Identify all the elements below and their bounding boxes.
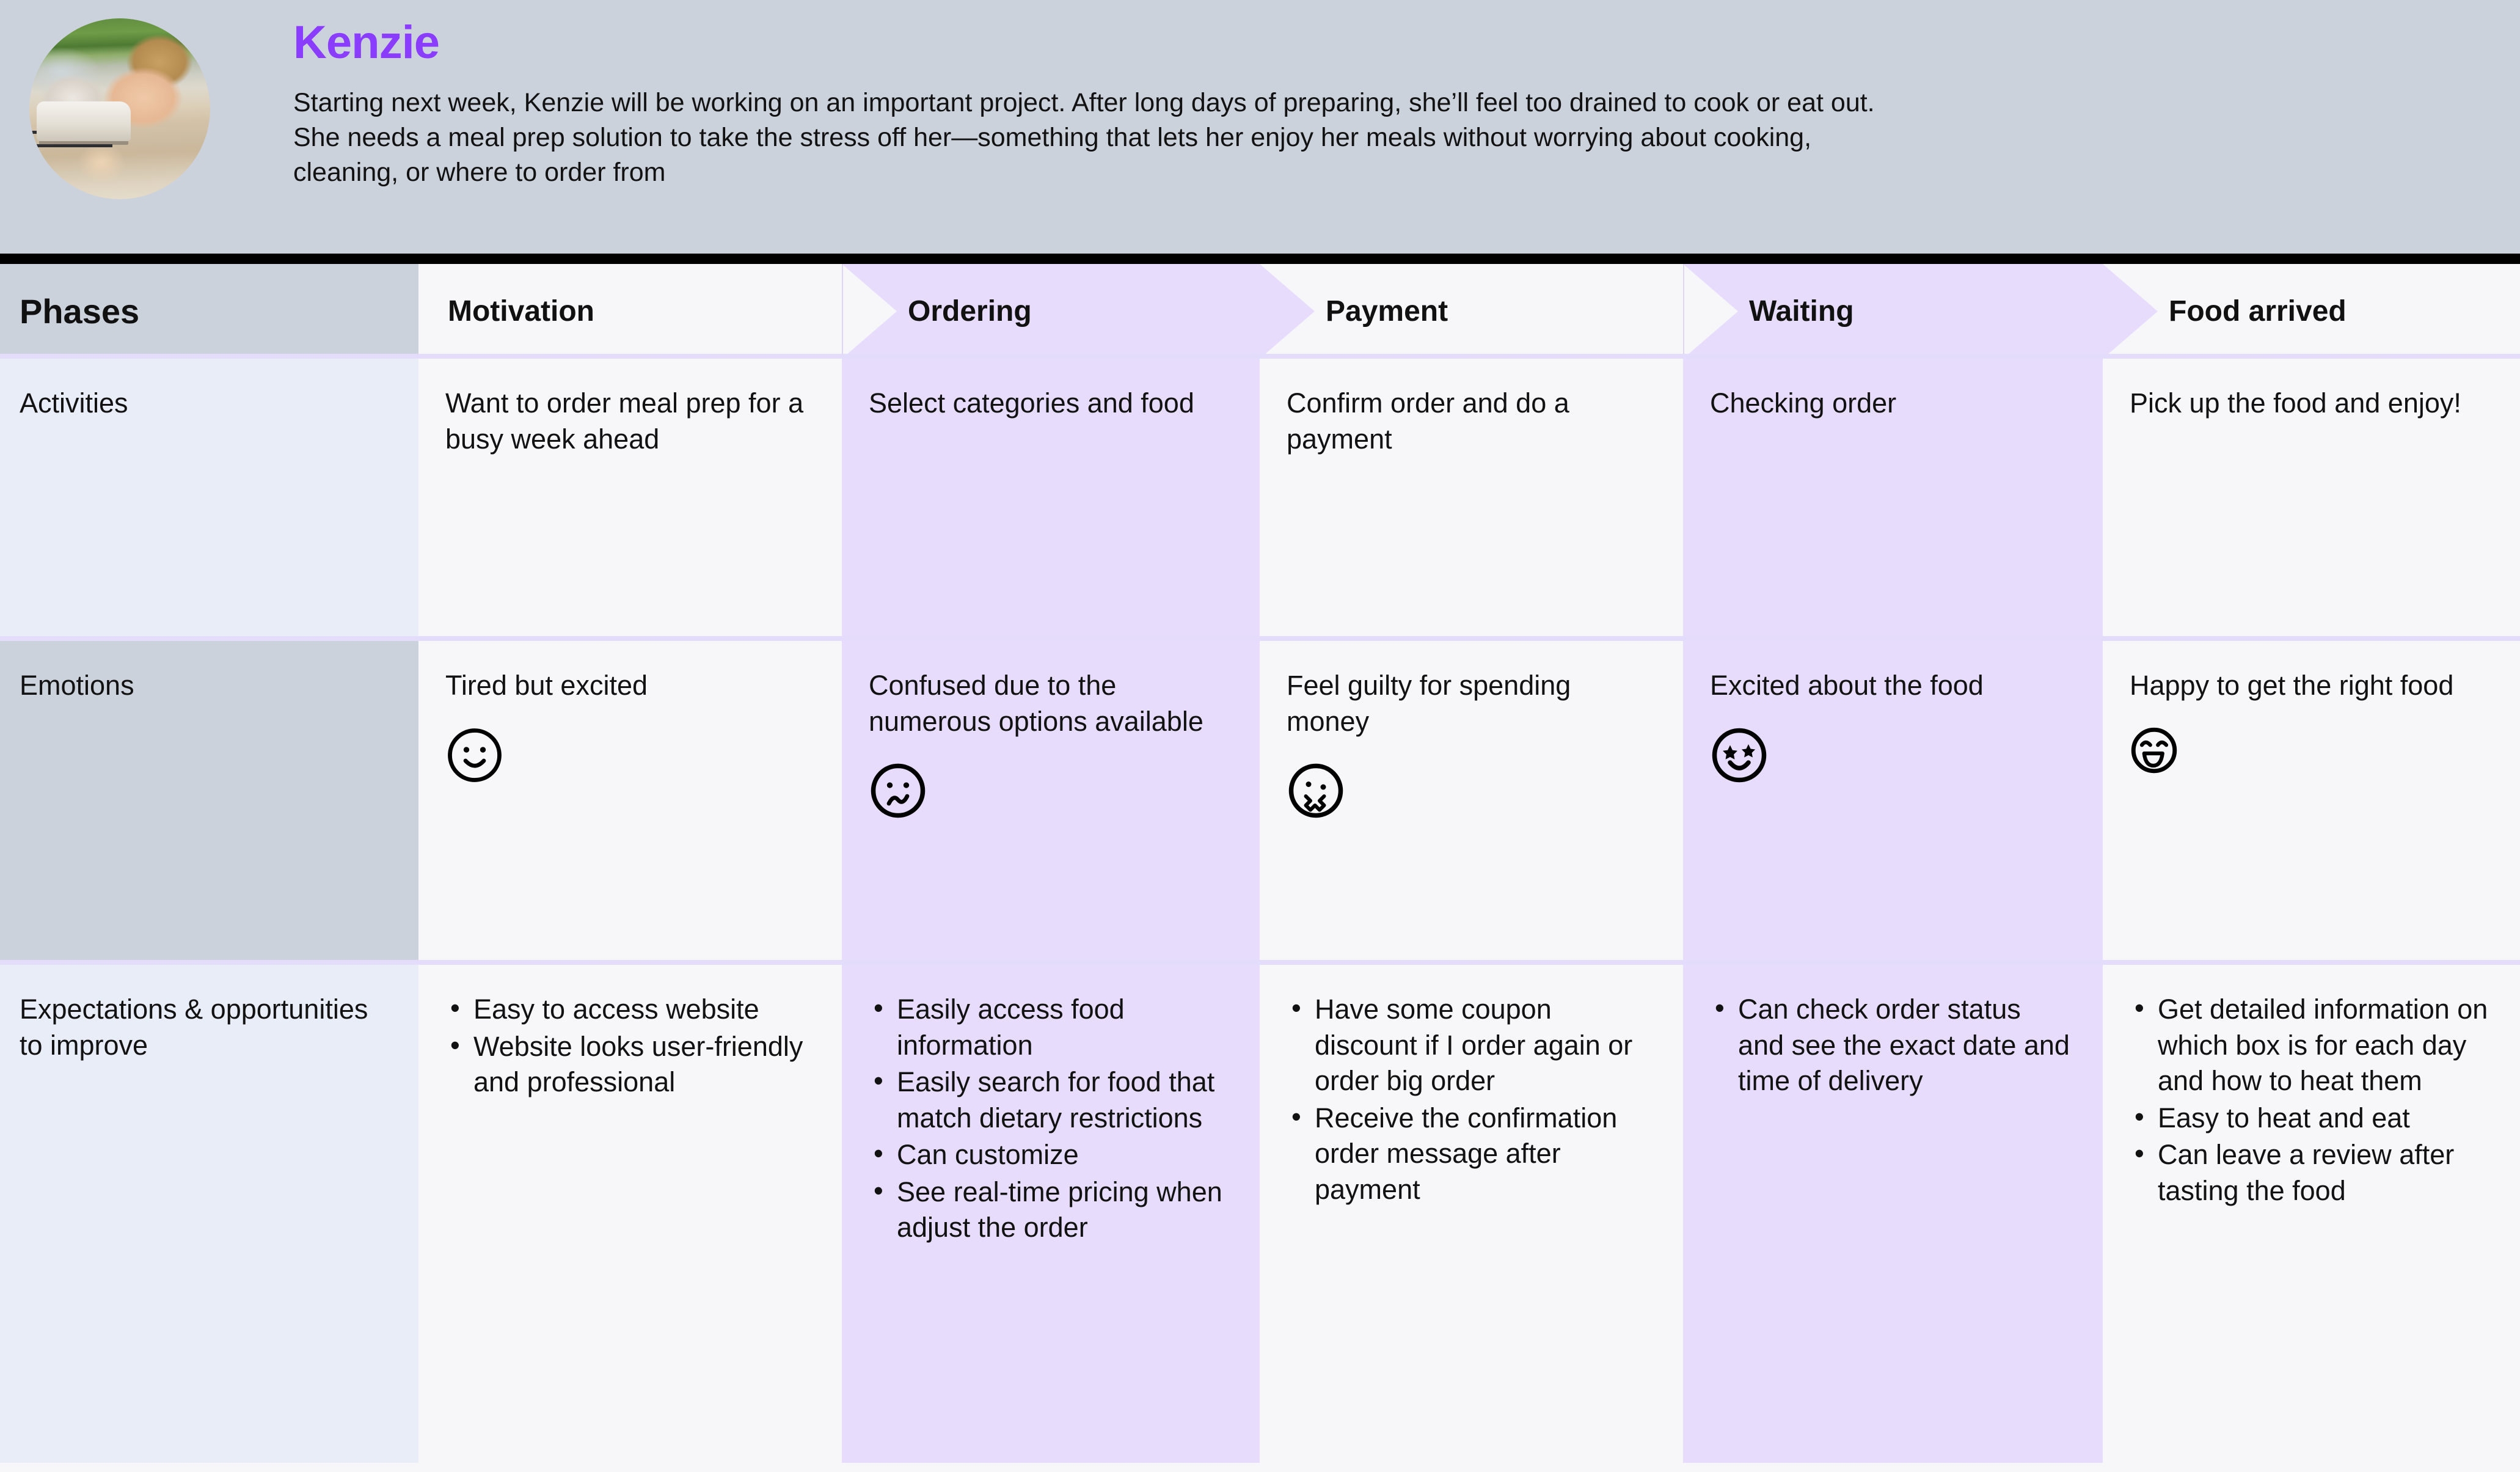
- list-item: Can check order status and see the exact…: [1710, 990, 2071, 1099]
- persona-description: Starting next week, Kenzie will be worki…: [293, 88, 1875, 188]
- list-item: Can customize: [869, 1136, 1228, 1173]
- cell-text: Happy to get the right food: [2130, 670, 2454, 701]
- list-item: Easy to heat and eat: [2130, 1099, 2488, 1137]
- cell-text: Feel guilty for spending money: [1287, 670, 1571, 737]
- cell-emotions-ordering: Confused due to the numerous options ava…: [842, 641, 1260, 965]
- cell-text: Select categories and food: [869, 387, 1194, 419]
- phase-label-ordering: Ordering: [908, 295, 1032, 328]
- phase-header-waiting[interactable]: Waiting: [1683, 264, 2158, 359]
- cell-expectations-ordering: Easily access food information Easily se…: [842, 965, 1260, 1463]
- phase-edge-line: [1683, 264, 1684, 359]
- slightly-smiling-face-icon: [445, 726, 810, 785]
- bullet-list: Easily access food information Easily se…: [869, 990, 1228, 1246]
- phase-header-food-arrived[interactable]: Food arrived: [2103, 264, 2520, 359]
- cell-activities-payment: Confirm order and do a payment: [1260, 359, 1683, 641]
- cell-expectations-food-arrived: Get detailed information on which box is…: [2103, 965, 2520, 1463]
- list-item: Easily search for food that match dietar…: [869, 1063, 1228, 1136]
- row-separator: [0, 960, 2520, 965]
- row-label-emotions: Emotions: [0, 641, 418, 965]
- cell-expectations-payment: Have some coupon discount if I order aga…: [1260, 965, 1683, 1463]
- cell-activities-motivation: Want to order meal prep for a busy week …: [418, 359, 842, 641]
- cell-text: Excited about the food: [1710, 670, 1984, 701]
- list-item: Easily access food information: [869, 990, 1228, 1063]
- frowning-face-icon: [869, 761, 1228, 820]
- phases-header-row: Phases Motivation Ordering Payment Waiti…: [0, 264, 2520, 359]
- list-item: See real-time pricing when adjust the or…: [869, 1173, 1228, 1246]
- list-item: Receive the confirmation order message a…: [1287, 1099, 1651, 1208]
- persona-header: Kenzie Starting next week, Kenzie will b…: [0, 0, 2520, 254]
- row-activities: Activities Want to order meal prep for a…: [0, 359, 2520, 641]
- chevron-notch-icon: [842, 264, 897, 359]
- journey-table: Phases Motivation Ordering Payment Waiti…: [0, 264, 2520, 1472]
- phase-header-payment[interactable]: Payment: [1260, 264, 1683, 359]
- persona-text-block: Kenzie Starting next week, Kenzie will b…: [293, 20, 2496, 191]
- row-emotions: Emotions Tired but excited: [0, 641, 2520, 965]
- cell-emotions-waiting: Excited about the food: [1683, 641, 2103, 965]
- list-item: Website looks user-friendly and professi…: [445, 1028, 810, 1100]
- cell-text: Tired but excited: [445, 670, 648, 701]
- cell-activities-ordering: Select categories and food: [842, 359, 1260, 641]
- phase-label-payment: Payment: [1326, 295, 1448, 328]
- persona-name: Kenzie: [293, 16, 440, 68]
- cell-activities-waiting: Checking order: [1683, 359, 2103, 641]
- phase-header-motivation[interactable]: Motivation: [418, 264, 842, 359]
- phase-edge-line: [842, 264, 843, 359]
- phase-header-ordering[interactable]: Ordering: [842, 264, 1315, 359]
- laughing-face-icon: [2130, 726, 2488, 775]
- row-label-activities: Activities: [0, 359, 418, 641]
- phases-corner-text: Phases: [20, 292, 140, 331]
- cell-expectations-waiting: Can check order status and see the exact…: [1683, 965, 2103, 1463]
- bullet-list: Get detailed information on which box is…: [2130, 990, 2488, 1209]
- phases-corner-label: Phases: [0, 264, 418, 359]
- cell-emotions-motivation: Tired but excited: [418, 641, 842, 965]
- cell-emotions-food-arrived: Happy to get the right food: [2103, 641, 2520, 965]
- bullet-list: Easy to access website Website looks use…: [445, 990, 810, 1100]
- row-label-text: Activities: [20, 387, 128, 419]
- confounded-face-icon: [1287, 761, 1651, 820]
- cell-emotions-payment: Feel guilty for spending money: [1260, 641, 1683, 965]
- list-item: Easy to access website: [445, 990, 810, 1028]
- star-struck-face-icon: [1710, 726, 2071, 785]
- phase-label-motivation: Motivation: [448, 295, 594, 328]
- persona-photo: [29, 18, 210, 199]
- list-item: Can leave a review after tasting the foo…: [2130, 1136, 2488, 1209]
- bullet-list: Have some coupon discount if I order aga…: [1287, 990, 1651, 1208]
- cell-expectations-motivation: Easy to access website Website looks use…: [418, 965, 842, 1463]
- row-label-expectations: Expectations & opportunities to improve: [0, 965, 418, 1463]
- row-label-text: Expectations & opportunities to improve: [20, 994, 368, 1061]
- cell-text: Pick up the food and enjoy!: [2130, 387, 2461, 419]
- row-separator: [0, 354, 2520, 359]
- cell-text: Confused due to the numerous options ava…: [869, 670, 1203, 737]
- row-label-text: Emotions: [20, 670, 134, 701]
- cell-activities-food-arrived: Pick up the food and enjoy!: [2103, 359, 2520, 641]
- row-separator: [0, 636, 2520, 641]
- phase-label-waiting: Waiting: [1749, 295, 1854, 328]
- cell-text: Want to order meal prep for a busy week …: [445, 387, 804, 455]
- avatar: [29, 18, 210, 199]
- row-expectations: Expectations & opportunities to improve …: [0, 965, 2520, 1463]
- chevron-notch-icon: [1683, 264, 1738, 359]
- bullet-list: Can check order status and see the exact…: [1710, 990, 2071, 1099]
- cell-text: Checking order: [1710, 387, 1897, 419]
- cell-text: Confirm order and do a payment: [1287, 387, 1569, 455]
- list-item: Get detailed information on which box is…: [2130, 990, 2488, 1099]
- phase-label-food-arrived: Food arrived: [2169, 295, 2347, 328]
- header-divider: [0, 254, 2520, 264]
- list-item: Have some coupon discount if I order aga…: [1287, 990, 1651, 1099]
